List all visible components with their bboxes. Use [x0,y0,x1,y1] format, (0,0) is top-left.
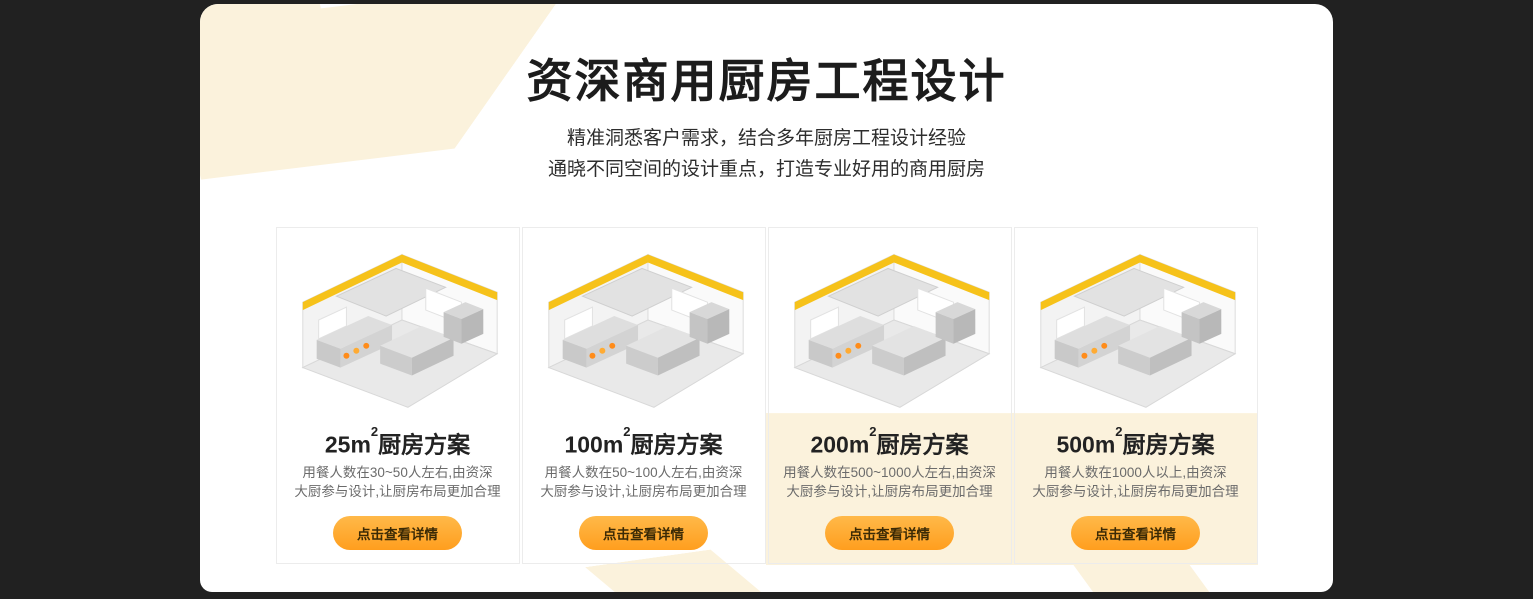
card-title: 200m2厨房方案 [769,424,1011,458]
section-subtitle: 精准洞悉客户需求，结合多年厨房工程设计经验 通晓不同空间的设计重点，打造专业好用… [200,123,1333,185]
superscript-2: 2 [869,424,877,440]
card-title-suffix: 厨房方案 [630,431,723,458]
card-description: 用餐人数在50~100人左右,由资深大厨参与设计,让厨房布局更加合理 [523,463,765,501]
kitchen-plan-card-500: 500m2厨房方案 用餐人数在1000人以上,由资深大厨参与设计,让厨房布局更加… [1013,227,1258,565]
superscript-2: 2 [370,424,379,440]
kitchen-plan-card-200: 200m2厨房方案 用餐人数在500~1000人左右,由资深大厨参与设计,让厨房… [767,227,1012,565]
card-description-line-1: 用餐人数在50~100人左右,由资深 [544,464,743,480]
card-description-line-2: 大厨参与设计,让厨房布局更加合理 [540,483,747,499]
superscript-2: 2 [623,424,631,440]
card-description: 用餐人数在1000人以上,由资深大厨参与设计,让厨房布局更加合理 [1015,463,1257,501]
view-details-button[interactable]: 点击查看详情 [825,515,954,550]
card-description: 用餐人数在30~50人左右,由资深大厨参与设计,让厨房布局更加合理 [277,463,519,501]
card-description-line-2: 大厨参与设计,让厨房布局更加合理 [294,483,501,499]
card-description: 用餐人数在500~1000人左右,由资深大厨参与设计,让厨房布局更加合理 [769,463,1011,501]
card-description-line-2: 大厨参与设计,让厨房布局更加合理 [786,483,993,499]
kitchen-plan-card-25: 25m2厨房方案 用餐人数在30~50人左右,由资深大厨参与设计,让厨房布局更加… [275,227,520,565]
card-title: 100m2厨房方案 [523,424,765,458]
section-subtitle-line-1: 精准洞悉客户需求，结合多年厨房工程设计经验 [566,128,966,150]
content-panel: 资深商用厨房工程设计 精准洞悉客户需求，结合多年厨房工程设计经验 通晓不同空间的… [200,4,1333,592]
kitchen-render-image [277,228,519,414]
card-title-suffix: 厨房方案 [378,431,471,458]
card-description-line-2: 大厨参与设计,让厨房布局更加合理 [1032,483,1239,499]
card-description-line-1: 用餐人数在500~1000人左右,由资深 [783,464,996,480]
card-title: 500m2厨房方案 [1015,424,1257,458]
kitchen-render-image [769,228,1011,414]
card-description-line-1: 用餐人数在30~50人左右,由资深 [302,464,493,480]
section-title: 资深商用厨房工程设计 [526,55,1007,107]
section-subtitle-line-2: 通晓不同空间的设计重点，打造专业好用的商用厨房 [547,159,985,181]
section-content: 资深商用厨房工程设计 精准洞悉客户需求，结合多年厨房工程设计经验 通晓不同空间的… [200,4,1333,565]
kitchen-plan-card-100: 100m2厨房方案 用餐人数在50~100人左右,由资深大厨参与设计,让厨房布局… [521,227,766,565]
card-title-suffix: 厨房方案 [1122,431,1215,458]
card-title-area: 500m [1056,431,1116,458]
superscript-2: 2 [1115,424,1123,440]
kitchen-render-image [523,228,765,414]
card-title: 25m2厨房方案 [277,424,519,458]
view-details-button[interactable]: 点击查看详情 [579,515,708,550]
kitchen-render-image [1015,228,1257,414]
card-title-area: 25m [324,431,371,458]
view-details-button[interactable]: 点击查看详情 [1071,515,1200,550]
cards-row: 25m2厨房方案 用餐人数在30~50人左右,由资深大厨参与设计,让厨房布局更加… [275,227,1258,565]
view-details-button[interactable]: 点击查看详情 [333,515,462,550]
card-title-area: 200m [810,431,870,458]
card-title-suffix: 厨房方案 [876,431,969,458]
card-description-line-1: 用餐人数在1000人以上,由资深 [1044,464,1227,480]
card-title-area: 100m [564,431,624,458]
